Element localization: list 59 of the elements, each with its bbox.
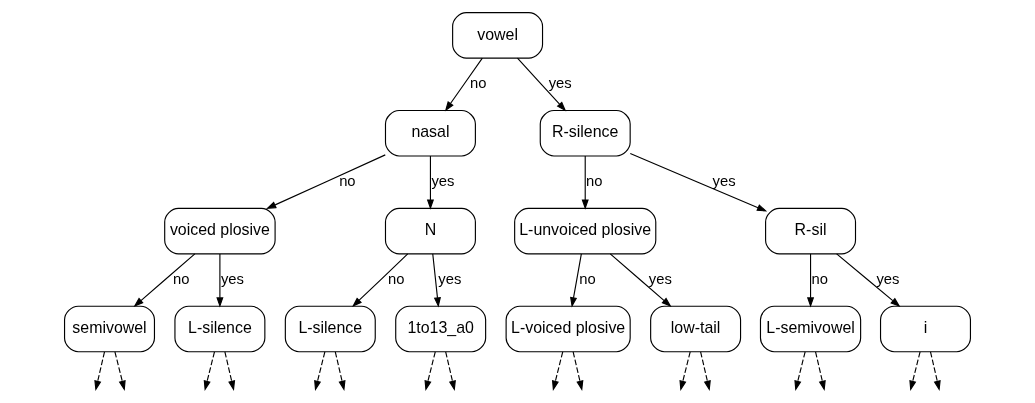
arrow: [424, 351, 436, 391]
arrow: [314, 351, 326, 391]
arrow: [224, 351, 236, 391]
arrow: [581, 155, 589, 210]
arrow: [334, 351, 346, 391]
arrow: [794, 351, 806, 391]
edge-label: yes: [548, 75, 572, 92]
node-box: voiced plosive: [164, 207, 276, 255]
arrow: [929, 351, 941, 391]
arrow: [266, 154, 386, 210]
edge-label: no: [579, 270, 596, 287]
arrow: [700, 351, 711, 391]
arrow: [516, 57, 567, 112]
node-box: L-semivowel: [759, 305, 862, 353]
edge-label: yes: [876, 270, 900, 287]
arrow: [629, 152, 768, 212]
edge-label: no: [388, 270, 405, 287]
arrow: [352, 253, 409, 308]
edge-label: no: [586, 173, 603, 190]
arrow: [445, 351, 456, 391]
arrow: [570, 253, 582, 308]
node-box: 1to13_a0: [395, 305, 487, 353]
edge-label: yes: [712, 173, 736, 190]
arrow: [836, 253, 901, 307]
arrow: [572, 351, 584, 391]
arrow: [806, 253, 815, 308]
node-box: vowel: [452, 12, 544, 59]
edge-label: no: [172, 270, 190, 287]
edge-label: no: [811, 270, 828, 287]
node-box: R-silence: [539, 109, 631, 157]
edge-label: yes: [438, 270, 462, 287]
arrow: [679, 351, 691, 391]
edge-label: yes: [220, 270, 244, 287]
node-box: L-unvoiced plosive: [514, 207, 657, 255]
node-box: L-silence: [174, 305, 266, 353]
node-box: L-voiced plosive: [505, 305, 631, 353]
arrow: [609, 253, 672, 307]
arrow: [94, 351, 106, 391]
edge-label: no: [339, 173, 356, 190]
arrow: [203, 351, 216, 391]
arrow: [114, 351, 126, 391]
arrow: [815, 351, 826, 391]
node-box: low-tail: [650, 305, 742, 353]
arrow: [216, 253, 224, 308]
arrow: [432, 253, 441, 308]
node-box: R-sil: [765, 207, 857, 255]
node-box: semivowel: [64, 305, 156, 353]
node-box: i: [879, 305, 972, 353]
node-box: L-silence: [284, 305, 376, 353]
arrow: [909, 351, 921, 391]
edge-label: yes: [648, 270, 672, 287]
edge-label: yes: [431, 173, 455, 190]
arrow: [426, 155, 435, 210]
node-box: N: [384, 207, 476, 255]
arrow: [551, 351, 564, 391]
arrow: [133, 253, 196, 307]
arrow: [444, 57, 483, 112]
node-box: nasal: [384, 109, 476, 157]
edge-label: no: [470, 75, 487, 92]
